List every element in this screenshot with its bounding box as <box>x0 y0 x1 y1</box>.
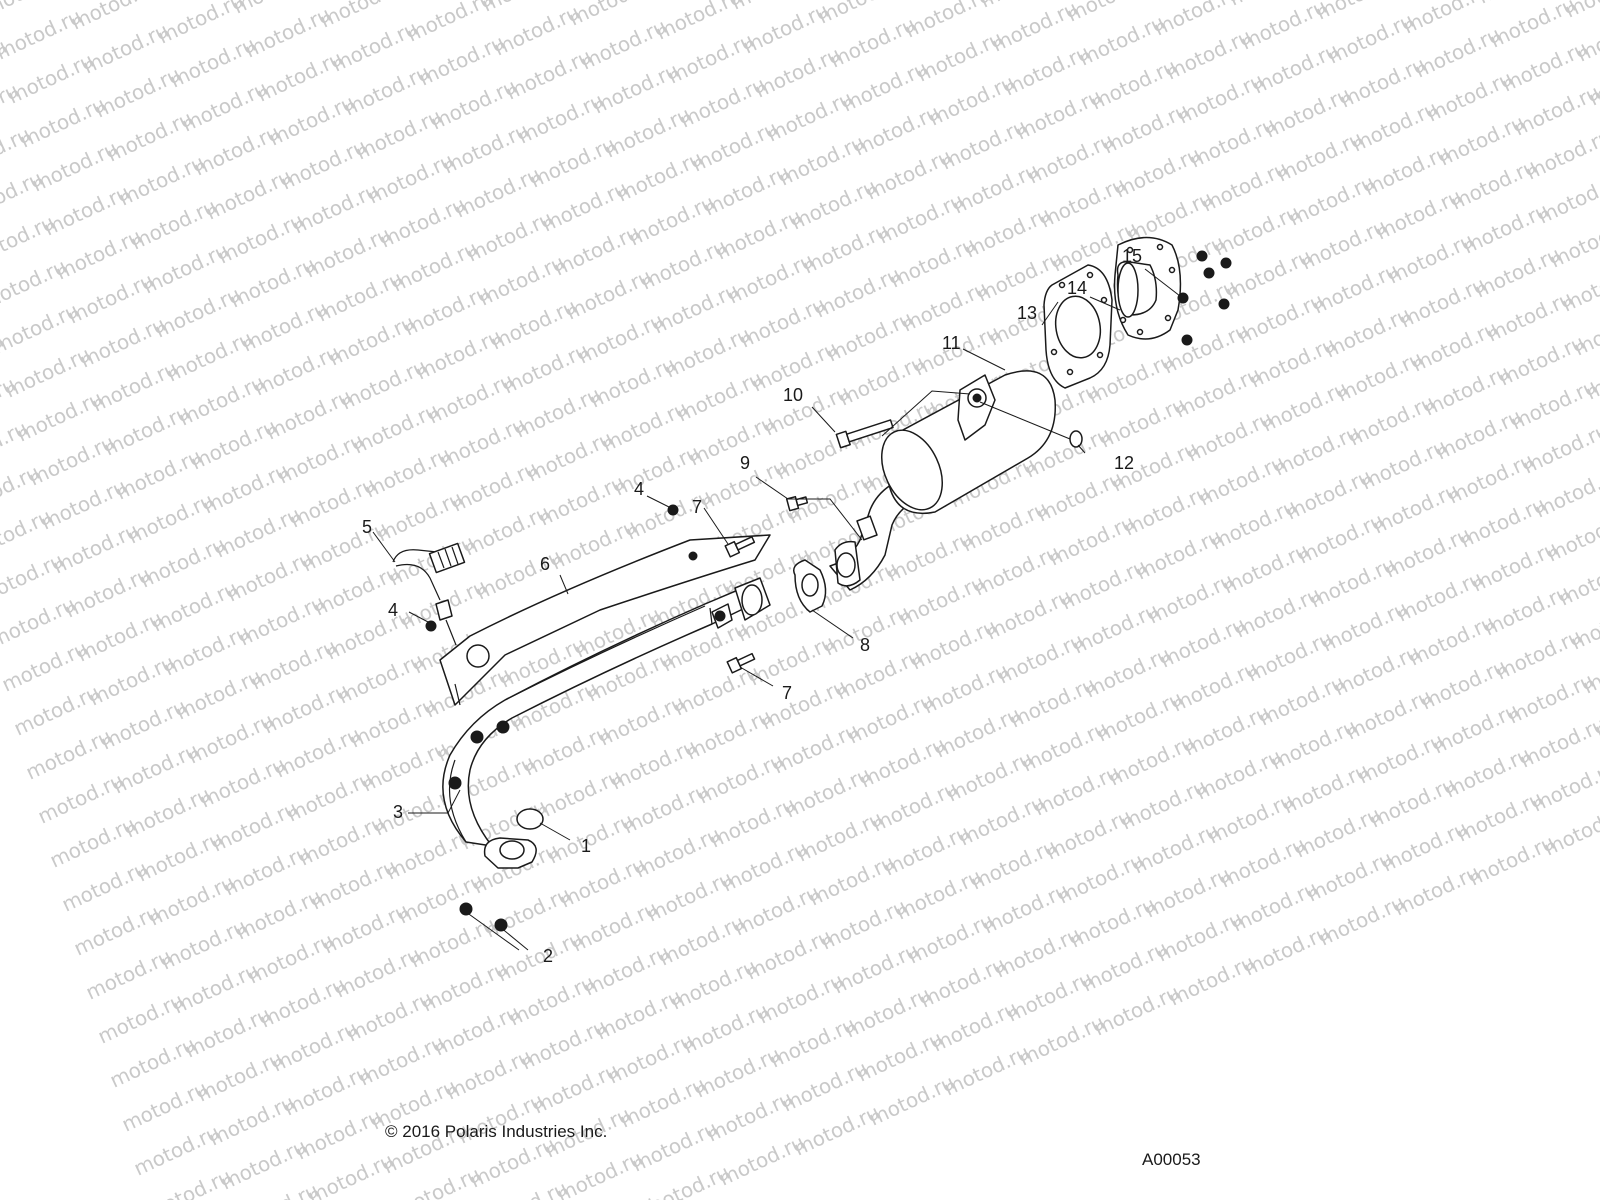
end-cap-screws <box>1177 250 1232 346</box>
pipe-clamp <box>711 603 733 629</box>
figure-code: A00053 <box>1142 1150 1201 1169</box>
heat-shield <box>439 534 771 706</box>
callout-2: 2 <box>543 946 553 966</box>
callout-11: 11 <box>942 333 961 353</box>
callout-13: 13 <box>1017 303 1037 323</box>
pipe-inlet-flange <box>483 837 537 869</box>
callout-8: 8 <box>860 635 870 655</box>
inlet-bolt <box>785 495 809 512</box>
callout-9: 9 <box>740 453 750 473</box>
callout-4b: 4 <box>634 479 644 499</box>
callout-numbers: 1 2 3 4 4 5 6 7 7 8 9 10 11 12 13 14 15 <box>362 246 1142 966</box>
callout-1: 1 <box>581 836 591 856</box>
pipe-mount-bosses <box>448 551 698 790</box>
muffler-inlet-gasket <box>793 559 827 613</box>
callout-7b: 7 <box>782 683 792 703</box>
callout-12: 12 <box>1114 453 1134 473</box>
oxygen-sensor <box>392 542 466 646</box>
callout-14: 14 <box>1067 278 1087 298</box>
copyright-notice: © 2016 Polaris Industries Inc. <box>385 1122 608 1141</box>
muffler-mount-bolt <box>835 419 894 449</box>
pipe-outlet-flange <box>734 577 771 621</box>
exhaust-gasket <box>516 808 544 830</box>
leader-lines <box>372 268 1181 951</box>
flange-nuts <box>459 902 508 932</box>
callout-3: 3 <box>393 802 403 822</box>
callout-10: 10 <box>783 385 803 405</box>
shield-bolts <box>724 536 756 674</box>
mount-washer <box>1069 430 1083 448</box>
callout-4a: 4 <box>388 600 398 620</box>
callout-15: 15 <box>1122 246 1142 266</box>
callout-6: 6 <box>540 554 550 574</box>
spark-arrestor <box>1113 236 1182 340</box>
outlet-gasket <box>1043 264 1113 389</box>
callout-7a: 7 <box>692 497 702 517</box>
callout-5: 5 <box>362 517 372 537</box>
